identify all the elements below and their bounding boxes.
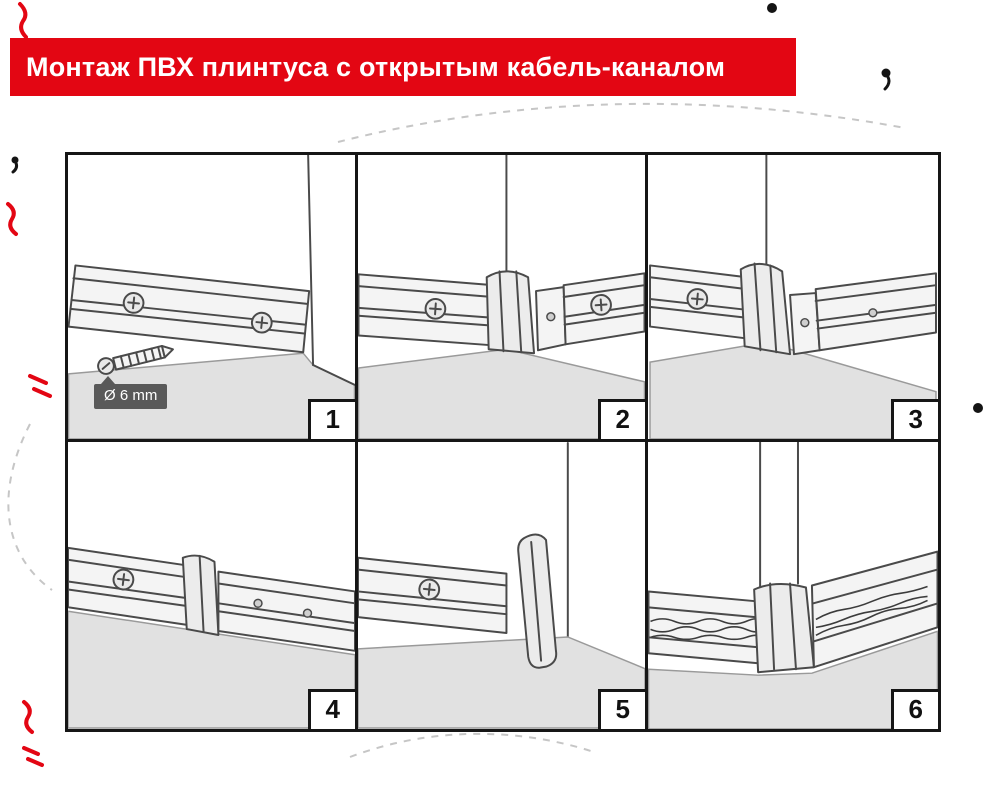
step-panel-1: Ø 6 mm 1 xyxy=(68,155,358,442)
inner-corner-piece xyxy=(739,262,792,356)
dashed-curve-top xyxy=(337,102,906,143)
cables-icon xyxy=(650,618,759,641)
dashed-curve-bottom xyxy=(349,732,595,758)
red-dash-icon xyxy=(22,746,44,767)
black-dot-icon xyxy=(767,3,777,13)
step-4-illustration xyxy=(68,546,355,729)
inner-corner-piece xyxy=(485,270,536,355)
step-panel-6: 6 xyxy=(648,442,938,729)
step-number: 4 xyxy=(307,689,355,729)
page-title: Монтаж ПВХ плинтуса с открытым кабель-ка… xyxy=(26,51,726,82)
step-3-illustration xyxy=(649,155,937,439)
screw-icon xyxy=(250,311,273,334)
steps-grid: Ø 6 mm 1 2 xyxy=(65,152,941,732)
step-5-illustration xyxy=(358,442,645,729)
screw-icon xyxy=(122,292,145,314)
end-cap-piece xyxy=(517,533,558,669)
step-number: 5 xyxy=(597,689,645,729)
red-dash-icon xyxy=(28,374,52,398)
black-comma-icon xyxy=(881,68,891,91)
outer-corner-piece xyxy=(753,583,815,674)
dowel-screw-icon xyxy=(97,344,174,375)
diameter-badge: Ø 6 mm xyxy=(94,376,168,409)
step-2-illustration xyxy=(358,155,645,439)
screw-icon xyxy=(418,578,441,601)
screw-icon xyxy=(112,568,135,591)
dashed-curve-left xyxy=(7,423,53,591)
step-panel-3: 3 xyxy=(648,155,938,442)
cables-icon xyxy=(815,585,928,637)
title-banner: Монтаж ПВХ плинтуса с открытым кабель-ка… xyxy=(10,38,796,96)
step-1-illustration xyxy=(68,155,355,439)
step-number: 3 xyxy=(890,399,938,439)
screw-icon xyxy=(686,288,709,310)
step-number: 6 xyxy=(890,689,938,729)
screw-icon xyxy=(424,297,447,320)
step-6-illustration xyxy=(648,442,938,729)
screw-icon xyxy=(590,294,612,316)
step-panel-5: 5 xyxy=(358,442,648,729)
step-number: 2 xyxy=(597,399,645,439)
black-comma-icon xyxy=(11,156,19,174)
red-squiggle-icon xyxy=(18,2,28,39)
step-panel-4: 4 xyxy=(68,442,358,729)
red-squiggle-icon xyxy=(22,700,34,734)
step-number: 1 xyxy=(307,399,355,439)
red-squiggle-icon xyxy=(6,202,18,236)
black-dot-icon xyxy=(973,403,983,413)
step-panel-2: 2 xyxy=(358,155,648,442)
